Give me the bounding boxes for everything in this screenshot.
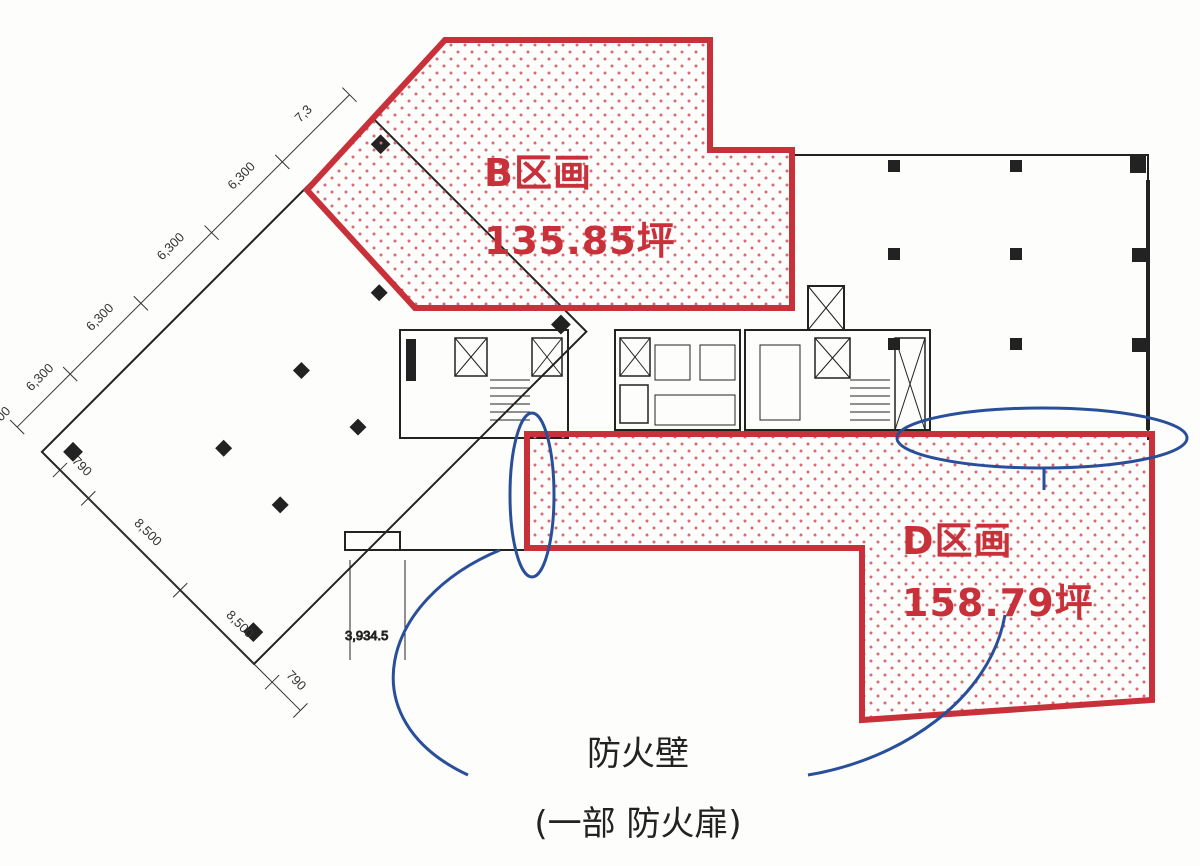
dim-top-1: 6,300 — [83, 300, 117, 334]
zone-d-name: D区画 — [902, 519, 1013, 563]
dim-top-4: 7,3 — [292, 102, 315, 125]
zone-d-area-value: 158.79坪 — [902, 581, 1094, 625]
dim-bottom-1: 8,500 — [131, 515, 165, 549]
zone-b-area[interactable] — [302, 37, 795, 311]
entry-structure: 3,934.5 — [344, 531, 530, 660]
zone-b-name: B区画 — [484, 151, 592, 195]
column-grid — [888, 155, 1146, 352]
dim-top-0: 6,300 — [23, 360, 57, 394]
dim-top-3: 6,300 — [224, 159, 258, 193]
core-block — [399, 285, 931, 439]
building-outline — [790, 154, 1150, 440]
firewall-sublabel: (一部 防火扉) — [534, 804, 742, 844]
dim-inner: 3,934.5 — [345, 628, 388, 643]
firewall-callouts — [391, 406, 1189, 777]
dim-bottom-3: 790 — [283, 667, 309, 693]
dim-top-edge: 700 — [0, 403, 13, 429]
zone-b-area-value: 135.85坪 — [484, 219, 676, 263]
dim-top-2: 6,300 — [154, 229, 188, 263]
dimension-lower-left: 790 8,500 8,500 790 — [52, 453, 309, 718]
firewall-label: 防火壁 — [587, 734, 689, 774]
